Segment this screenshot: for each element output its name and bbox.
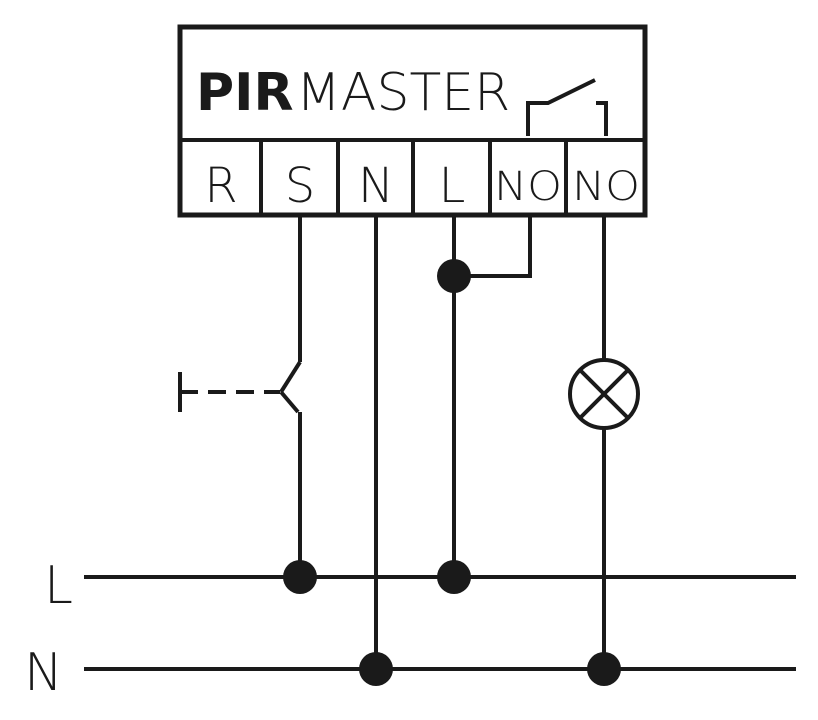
terminal-label-n: N bbox=[358, 158, 394, 214]
device-title-bold: PIR bbox=[196, 63, 294, 123]
line-bus-label: L bbox=[44, 556, 73, 616]
junction-dot bbox=[359, 652, 393, 686]
supply-bus: L N bbox=[24, 556, 796, 703]
device-title-light: MASTER bbox=[296, 63, 510, 123]
lamp-icon bbox=[568, 358, 640, 430]
junction-dots bbox=[283, 259, 621, 686]
terminal-label-l: L bbox=[439, 158, 466, 214]
junction-dot bbox=[437, 560, 471, 594]
terminal-label-s: S bbox=[285, 158, 315, 214]
terminal-separators bbox=[259, 140, 568, 215]
junction-dot bbox=[437, 259, 471, 293]
junction-dot bbox=[283, 560, 317, 594]
terminal-label-r: R bbox=[204, 158, 237, 214]
relay-contact-icon bbox=[526, 78, 608, 136]
terminal-label-no-1: NO bbox=[494, 164, 562, 210]
junction-dot bbox=[587, 652, 621, 686]
pir-master-device: PIR MASTER R S N L NO NO bbox=[177, 24, 648, 218]
switch-wire bbox=[279, 215, 302, 577]
push-button-icon bbox=[178, 372, 280, 412]
neutral-bus-label: N bbox=[24, 643, 63, 703]
terminal-label-no-2: NO bbox=[572, 164, 640, 210]
no1-bridge-wire bbox=[454, 215, 532, 278]
